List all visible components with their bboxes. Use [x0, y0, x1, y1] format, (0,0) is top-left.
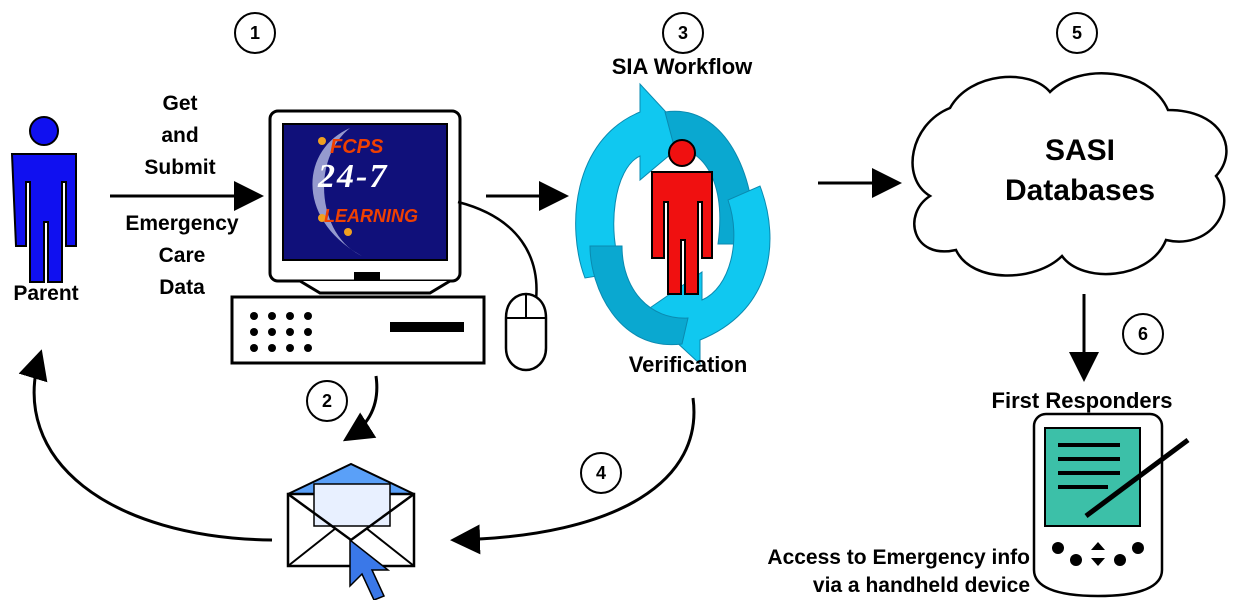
emergency-label: Emergency [125, 212, 239, 235]
handheld-device-icon [1032, 412, 1190, 598]
care-label: Care [158, 244, 206, 267]
databases-label: Databases [1004, 174, 1156, 207]
step-5-marker: 5 [1056, 12, 1098, 54]
data-label: Data [159, 276, 205, 299]
sia-workflow-label: SIA Workflow [611, 54, 753, 79]
get-label: Get [162, 92, 198, 115]
sasi-cloud-icon [911, 72, 1228, 277]
screen-text-fcps: FCPS [330, 136, 384, 158]
screen-text-learning: LEARNING [324, 206, 418, 226]
parent-label: Parent [13, 282, 79, 305]
step-1-marker: 1 [234, 12, 276, 54]
keypad-dots [250, 312, 312, 352]
parent-person-icon [10, 116, 77, 283]
first-responders-label: First Responders [991, 388, 1173, 413]
email-envelope-icon [286, 462, 416, 601]
step-4-marker: 4 [580, 452, 622, 494]
handheld-label: via a handheld device [812, 574, 1030, 597]
submit-label: Submit [144, 156, 216, 179]
computer-icon [230, 109, 548, 372]
sasi-label: SASI [1044, 134, 1116, 167]
step-6-marker: 6 [1122, 313, 1164, 355]
screen-text-24-7: 24-7 [318, 158, 389, 195]
and-label: and [161, 124, 199, 147]
verification-label: Verification [628, 352, 748, 377]
access-label: Access to Emergency info [767, 546, 1030, 569]
verifier-person-icon [651, 139, 713, 295]
flow-arrows [18, 168, 1099, 555]
step-3-marker: 3 [662, 12, 704, 54]
step-2-marker: 2 [306, 380, 348, 422]
